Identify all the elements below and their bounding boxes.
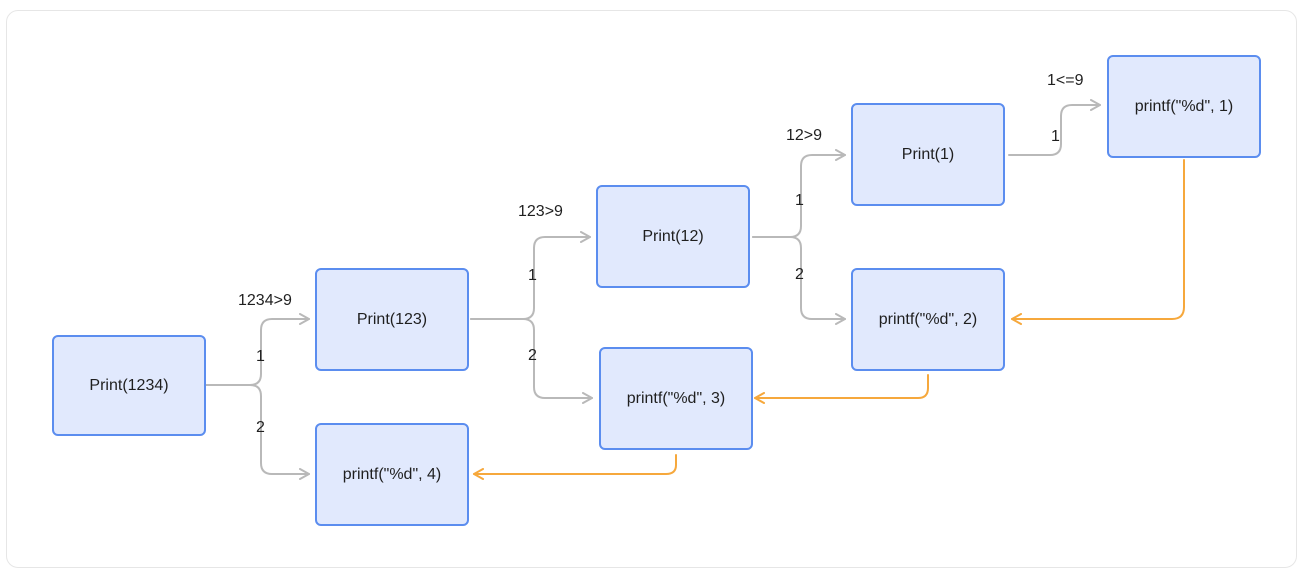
label-step2-from-12: 2 — [795, 266, 804, 283]
edge-print1234-to-printf4 — [205, 384, 310, 480]
label-step1-from-123: 1 — [528, 267, 537, 284]
label-step2-from-123: 2 — [528, 347, 537, 364]
label-step1-from-1234: 1 — [256, 348, 265, 365]
node-print-12: Print(12) — [596, 185, 750, 288]
return-edge-printf2-to-printf3 — [754, 374, 929, 404]
node-print-1: Print(1) — [851, 103, 1005, 206]
label-cond-12: 12>9 — [786, 127, 823, 144]
node-printf-3: printf("%d", 3) — [599, 347, 753, 450]
edge-print1-to-printf1 — [1008, 99, 1101, 156]
node-print-123: Print(123) — [315, 268, 469, 371]
node-print-1234: Print(1234) — [52, 335, 206, 436]
label-cond-1: 1<=9 — [1047, 72, 1084, 89]
node-printf-4: printf("%d", 4) — [315, 423, 469, 526]
edge-print123-to-printf3 — [470, 318, 593, 404]
label-step1-from-1: 1 — [1051, 128, 1060, 145]
label-cond-1234: 1234>9 — [238, 292, 292, 309]
return-edge-printf3-to-printf4 — [473, 454, 677, 480]
edge-print123-to-print12 — [470, 231, 591, 320]
edge-print12-to-print1 — [752, 149, 846, 238]
edge-print1234-to-print123 — [205, 313, 310, 386]
node-printf-2: printf("%d", 2) — [851, 268, 1005, 371]
return-edge-printf1-to-printf2 — [1011, 159, 1185, 325]
label-step1-from-12: 1 — [795, 192, 804, 209]
edge-print12-to-printf2 — [752, 236, 846, 325]
label-cond-123: 123>9 — [518, 203, 563, 220]
label-step2-from-1234: 2 — [256, 419, 265, 436]
node-printf-1: printf("%d", 1) — [1107, 55, 1261, 158]
